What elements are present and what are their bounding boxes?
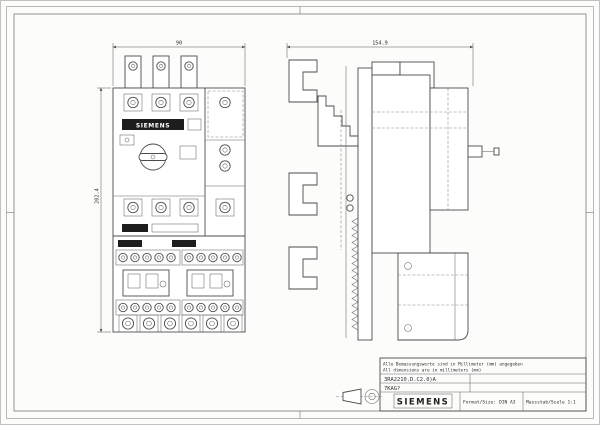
side-view	[288, 59, 500, 341]
svg-text:202.4: 202.4	[95, 188, 101, 204]
hidden-rail-outline	[207, 90, 244, 138]
bottom-lugs	[118, 314, 243, 333]
note-line-2: All dimensions are in millimeters (mm)	[383, 367, 481, 373]
brand-logo-text: SIEMENS	[397, 398, 449, 408]
stepped-profile	[317, 95, 359, 147]
dimension-side-depth: 154.9	[286, 41, 474, 86]
scale-label: Massstab/Scale 1:1	[526, 400, 576, 406]
device-brand-plate	[122, 119, 184, 130]
lower-block	[397, 252, 469, 341]
test-button	[119, 134, 135, 146]
vent-fins	[351, 217, 359, 331]
part-number: 3RA2210.D.C2.0)A	[384, 377, 437, 383]
setting-dial	[179, 145, 197, 160]
rating-label	[122, 224, 148, 232]
order-code: 7KAG?	[384, 386, 400, 392]
svg-text:154.9: 154.9	[372, 41, 388, 47]
front-view: SIEMENS	[112, 55, 246, 333]
note-line-1: Alle Bemassungswerte sind in Millimeter …	[383, 362, 523, 368]
projection-symbol	[336, 388, 382, 405]
device-brand-text: SIEMENS	[136, 122, 170, 129]
contactor-type-label-right	[172, 240, 196, 247]
handle-shaft	[467, 145, 500, 158]
dimension-front-height: 202.4	[95, 87, 111, 333]
dimension-front-width: 90	[112, 41, 246, 86]
svg-text:90: 90	[176, 41, 182, 47]
rotary-handle	[138, 143, 168, 171]
contactor-window-right	[186, 269, 234, 297]
contactor-type-label-left	[118, 240, 142, 247]
title-block: Alle Bemassungswerte sind in Millimeter …	[379, 357, 587, 412]
sheet-frame	[6, 6, 594, 419]
format-label: Format/Size: DIN A3	[463, 400, 516, 406]
contactor-window-left	[122, 269, 170, 297]
brand-logo-box	[393, 393, 453, 409]
